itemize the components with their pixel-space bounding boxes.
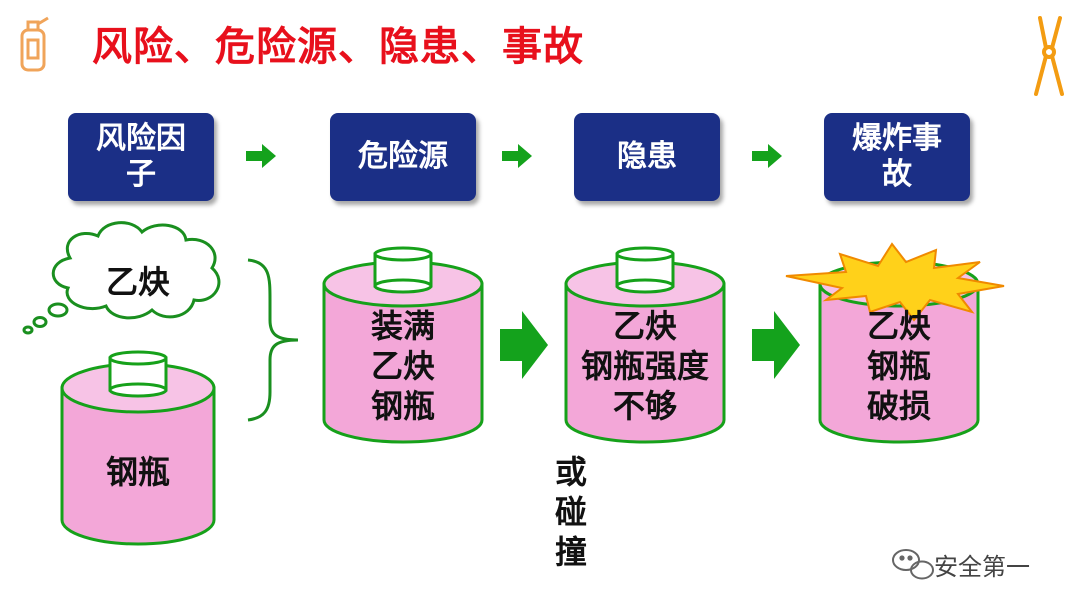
- arrow-to-broken: [752, 311, 800, 379]
- flow-label: 隐患: [617, 139, 677, 174]
- flow-box-hazard-source: 危险源: [330, 113, 476, 201]
- cylinder-weak: [564, 246, 726, 444]
- flow-box-explosion-accident: 爆炸事 故: [824, 113, 970, 201]
- cylinder-broken-label: 乙炔 钢瓶 破损: [866, 307, 931, 425]
- cylinder-full-label: 装满 乙炔 钢瓶: [370, 307, 435, 425]
- flow-arrow-2: [502, 144, 532, 168]
- explosion-burst-icon: [785, 242, 1005, 322]
- pliers-icon: [1034, 16, 1064, 96]
- cylinder-left-label: 钢瓶: [105, 453, 170, 491]
- cylinder-left: [60, 350, 216, 546]
- fire-extinguisher-icon: [20, 16, 49, 72]
- flow-box-hidden-danger: 隐患: [574, 113, 720, 201]
- cylinder-broken: [785, 242, 1005, 444]
- flow-label: 爆炸事 故: [852, 121, 942, 192]
- flow-box-risk-factor: 风险因 子: [68, 113, 214, 201]
- flow-arrow-1: [246, 144, 276, 168]
- cloud-label: 乙炔: [105, 263, 170, 301]
- flow-label: 风险因 子: [96, 121, 186, 192]
- collision-label: 或 碰 撞: [554, 453, 587, 571]
- cylinder-full: [322, 246, 484, 444]
- curly-brace: [247, 258, 299, 422]
- cylinder-weak-label: 乙炔 钢瓶强度 不够: [580, 307, 709, 425]
- flow-arrow-3: [752, 144, 782, 168]
- wechat-icon: [892, 549, 934, 580]
- page-title: 风险、危险源、隐患、事故: [92, 24, 584, 70]
- flow-label: 危险源: [358, 139, 448, 174]
- watermark-text: 安全第一: [934, 553, 1030, 581]
- thought-cloud: [22, 221, 221, 335]
- arrow-to-weak: [500, 311, 548, 379]
